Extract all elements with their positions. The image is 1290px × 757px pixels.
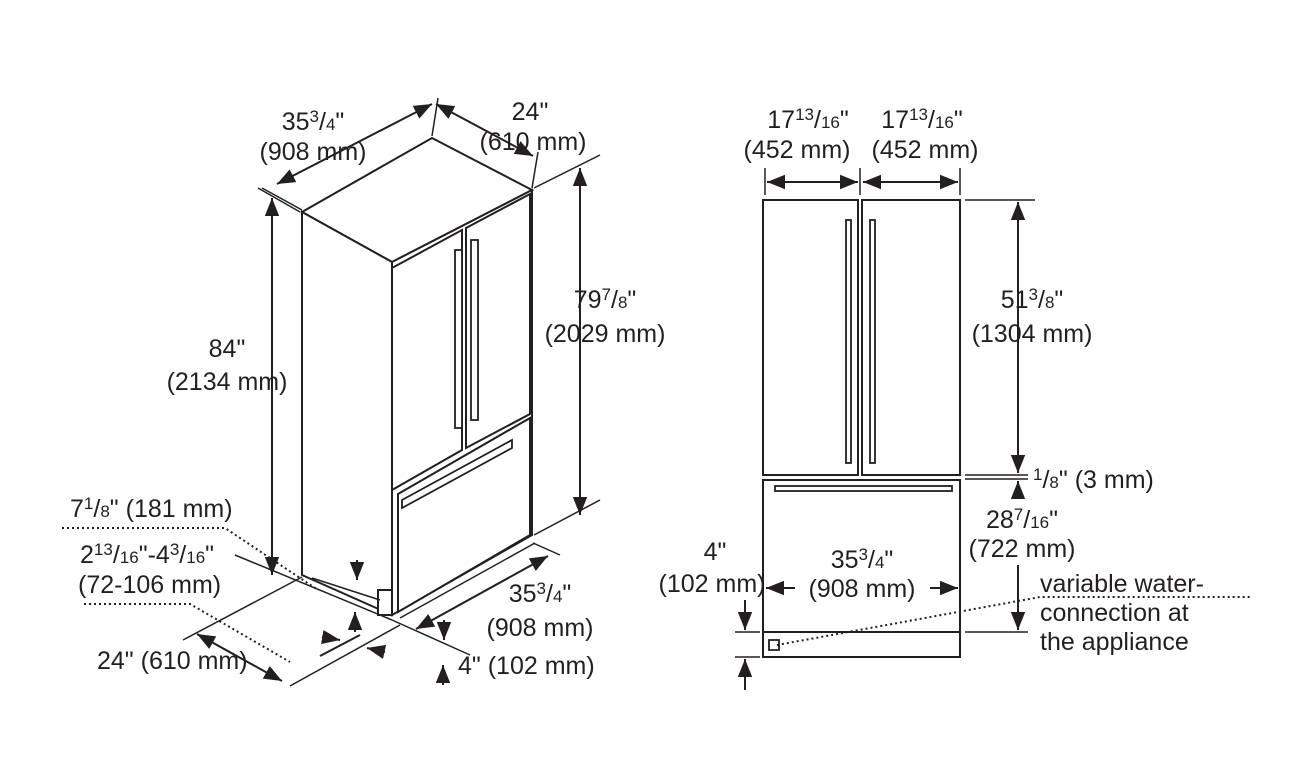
overall-height-metric: (2134 mm) [167,368,288,396]
front-drawer-handle [774,485,953,492]
left-door-width-imperial: 1713/16" [767,105,848,134]
drawer-height-metric: (722 mm) [969,535,1076,563]
front-base-height-imperial: 4" [704,538,727,566]
iso-base-height-label: 4" (102 mm) [458,652,595,680]
left-door-handle [454,249,463,429]
fridge-isometric [299,136,535,617]
toe-kick-depth-imperial: 213/16"-43/16" [80,540,214,569]
front-left-handle [845,219,852,464]
toe-kick [377,589,393,616]
iso-dimension-lines [62,97,601,687]
water-note-line1: variable water- [1040,570,1204,598]
front-drawer [762,479,961,633]
cabinet-height-imperial: 797/8" [574,285,637,314]
fridge-side-face [301,210,393,617]
front-right-door [861,199,961,476]
iso-depth-top-imperial: 24" [512,98,549,126]
door-height-metric: (1304 mm) [972,320,1093,348]
water-note-line3: the appliance [1040,628,1189,656]
drawer-height-imperial: 287/16" [986,505,1058,534]
front-base-height-metric: (102 mm) [659,570,766,598]
front-left-door [762,199,859,476]
front-width-metric: (908 mm) [809,575,916,603]
right-door [465,192,531,450]
toe-kick-depth-metric: (72-106 mm) [78,571,221,599]
fridge-front-view [762,199,961,658]
right-door-handle [470,239,479,421]
door-height-imperial: 513/8" [1001,285,1064,314]
iso-width-bottom-metric: (908 mm) [487,614,594,642]
gap-label: 1/8" (3 mm) [1033,465,1154,494]
front-base [762,631,961,658]
drawer-handle [401,438,513,510]
front-width-imperial: 353/4" [831,545,894,574]
right-door-width-metric: (452 mm) [872,136,979,164]
toe-kick-height-label: 71/8" (181 mm) [70,494,233,523]
front-labels: 1713/16" (452 mm) 1713/16" (452 mm) 513/… [659,105,1204,656]
iso-depth-top-metric: (610 mm) [480,128,587,156]
iso-width-bottom-imperial: 353/4" [509,579,572,608]
iso-width-top-metric: (908 mm) [260,138,367,166]
front-dimension-lines [735,168,1252,690]
overall-height-imperial: 84" [209,335,246,363]
right-door-width-imperial: 1713/16" [881,105,962,134]
left-door-width-metric: (452 mm) [744,136,851,164]
iso-depth-bottom-label: 24" (610 mm) [97,647,248,675]
iso-width-top-imperial: 353/4" [282,107,345,136]
iso-labels: 353/4" (908 mm) 24" (610 mm) 84" (2134 m… [70,98,665,680]
water-note-line2: connection at [1040,599,1189,627]
cabinet-height-metric: (2029 mm) [545,320,666,348]
front-right-handle [869,219,876,464]
left-door [391,228,463,492]
